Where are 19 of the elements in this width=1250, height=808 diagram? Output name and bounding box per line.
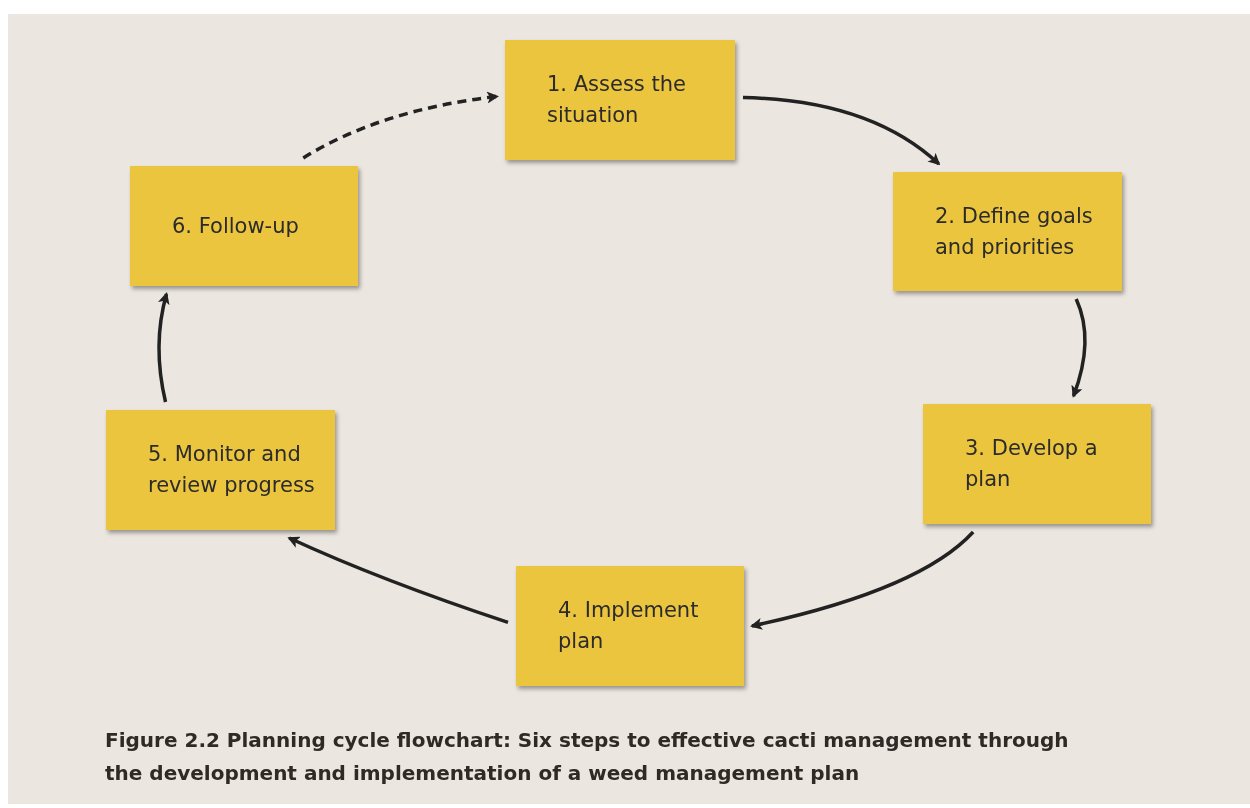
process-box [923,404,1151,524]
step-label: 1. Assess the situation [546,71,687,129]
step-label: 3. Develop a plan [964,435,1099,493]
process-box [893,172,1122,291]
step-label: 2. Define goals and priorities [934,202,1094,261]
figure-caption: Figure 2.2 Planning cycle flowchart: Six steps to effective cacti management through the development and implementation of a weed management plan [105,727,1070,787]
process-box [516,566,744,686]
step-label: 5. Monitor and review progress [147,441,316,499]
arrow [302,91,499,160]
step-label: 4. Implement plan [557,597,700,655]
process-box [106,410,335,530]
arrow [157,292,170,403]
process-box [130,166,358,286]
arrow [287,536,509,625]
arrow [750,530,975,630]
step-label: 6. Follow-up [171,212,300,240]
arrow [1071,298,1087,398]
arrow [742,95,941,166]
process-box [505,40,735,160]
